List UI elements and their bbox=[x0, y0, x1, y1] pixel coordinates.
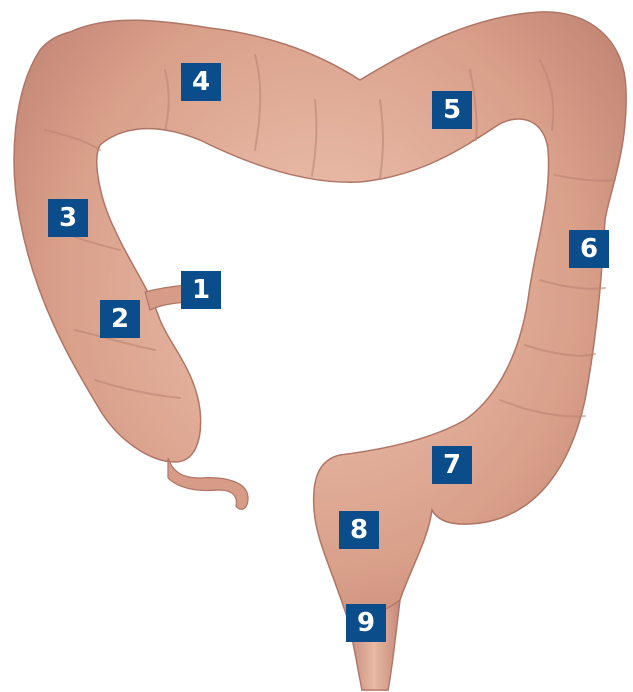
marker-9: 9 bbox=[346, 604, 386, 642]
marker-2: 2 bbox=[100, 300, 140, 338]
marker-3: 3 bbox=[48, 199, 88, 237]
marker-8: 8 bbox=[339, 511, 379, 549]
marker-7: 7 bbox=[432, 446, 472, 484]
marker-5: 5 bbox=[432, 91, 472, 129]
colon-body bbox=[14, 12, 626, 690]
marker-1: 1 bbox=[181, 271, 221, 309]
marker-4: 4 bbox=[181, 63, 221, 101]
marker-6: 6 bbox=[569, 230, 609, 268]
appendix bbox=[168, 458, 248, 509]
